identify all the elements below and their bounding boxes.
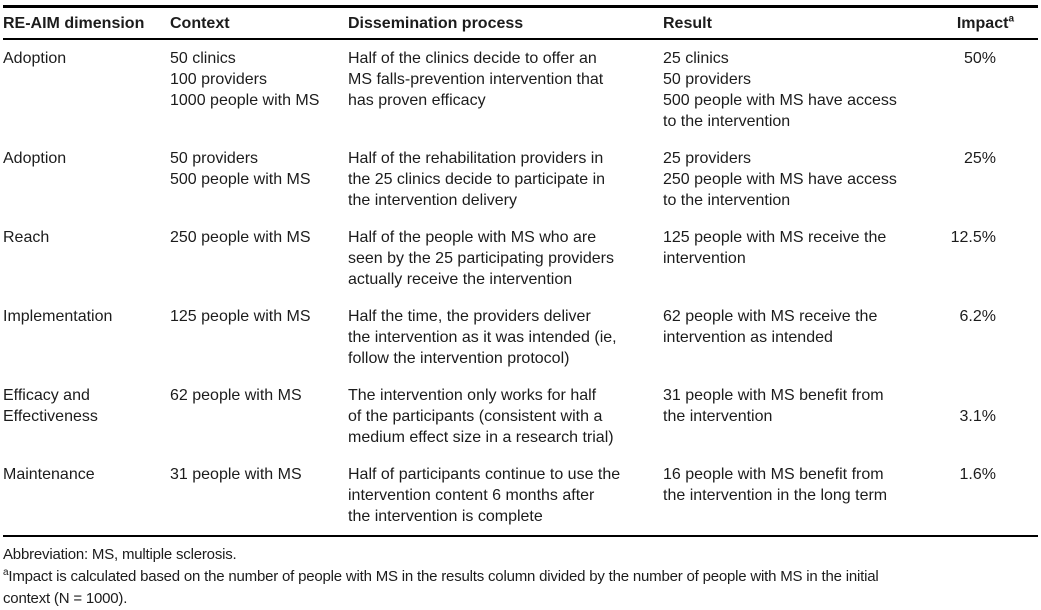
col-header-context: Context: [170, 6, 348, 40]
col-header-result: Result: [663, 6, 950, 40]
impact-cell: 25%: [963, 150, 996, 167]
dimension-cell: Maintenance: [3, 456, 170, 537]
table-row: Maintenance 31 people with MS Half of pa…: [3, 456, 1038, 537]
table-header-row: RE-AIM dimension Context Dissemination p…: [3, 6, 1038, 40]
result-cell: 62 people with MS receive the interventi…: [663, 308, 878, 346]
table-row: Efficacy and Effectiveness 62 people wit…: [3, 377, 1038, 456]
process-cell: Half of the people with MS who are seen …: [348, 229, 614, 288]
context-cell: 31 people with MS: [170, 456, 348, 537]
context-cell: 250 people with MS: [170, 229, 311, 246]
impact-footnote-marker: a: [1008, 13, 1014, 25]
context-cell: 50 clinics 100 providers 1000 people wit…: [170, 50, 320, 109]
table-row: Adoption 50 clinics 100 providers 1000 p…: [3, 39, 1038, 140]
result-cell: 25 providers 250 people with MS have acc…: [663, 150, 897, 209]
dimension-cell: Adoption: [3, 50, 67, 67]
dimension-cell: Implementation: [3, 308, 113, 325]
process-cell: The intervention only works for half of …: [348, 387, 614, 446]
process-cell: Half of the rehabilitation providers in …: [348, 150, 606, 209]
table-row: Implementation 125 people with MS Half t…: [3, 298, 1038, 377]
context-cell: 62 people with MS: [170, 387, 302, 404]
table-row: Reach 250 people with MS Half of the peo…: [3, 219, 1038, 298]
dimension-cell: Reach: [3, 229, 50, 246]
result-cell: 31 people with MS benefit from the inter…: [663, 387, 884, 425]
col-header-dimension: RE-AIM dimension: [3, 6, 170, 40]
process-cell: Half the time, the providers deliver the…: [348, 308, 617, 367]
impact-note-marker: a: [3, 567, 9, 578]
result-cell: 16 people with MS benefit from the inter…: [663, 456, 950, 537]
impact-cell: 6.2%: [959, 308, 996, 325]
impact-note: aImpact is calculated based on the numbe…: [3, 566, 1038, 610]
context-cell: 125 people with MS: [170, 308, 311, 325]
context-cell: 50 providers 500 people with MS: [170, 150, 311, 188]
abbreviation-note: Abbreviation: MS, multiple sclerosis.: [3, 546, 237, 563]
table-row: Adoption 50 providers 500 people with MS…: [3, 140, 1038, 219]
reaim-table: RE-AIM dimension Context Dissemination p…: [3, 5, 1038, 537]
impact-cell: 1.6%: [950, 456, 1038, 537]
table-footnotes: Abbreviation: MS, multiple sclerosis. aI…: [3, 537, 1038, 610]
result-cell: 25 clinics 50 providers 500 people with …: [663, 50, 897, 130]
col-header-impact: Impacta: [950, 6, 1038, 40]
impact-cell: 3.1%: [959, 408, 996, 425]
impact-cell: 12.5%: [950, 229, 996, 246]
col-header-impact-label: Impact: [956, 15, 1009, 32]
result-cell: 125 people with MS receive the intervent…: [663, 229, 887, 267]
dimension-cell: Adoption: [3, 150, 67, 167]
dimension-cell: Efficacy and Effectiveness: [3, 387, 98, 425]
col-header-process: Dissemination process: [348, 6, 663, 40]
impact-note-text: Impact is calculated based on the number…: [3, 568, 879, 607]
impact-cell: 50%: [963, 50, 996, 67]
process-cell: Half of the clinics decide to offer an M…: [348, 50, 604, 109]
process-cell: Half of participants continue to use the…: [348, 456, 663, 537]
